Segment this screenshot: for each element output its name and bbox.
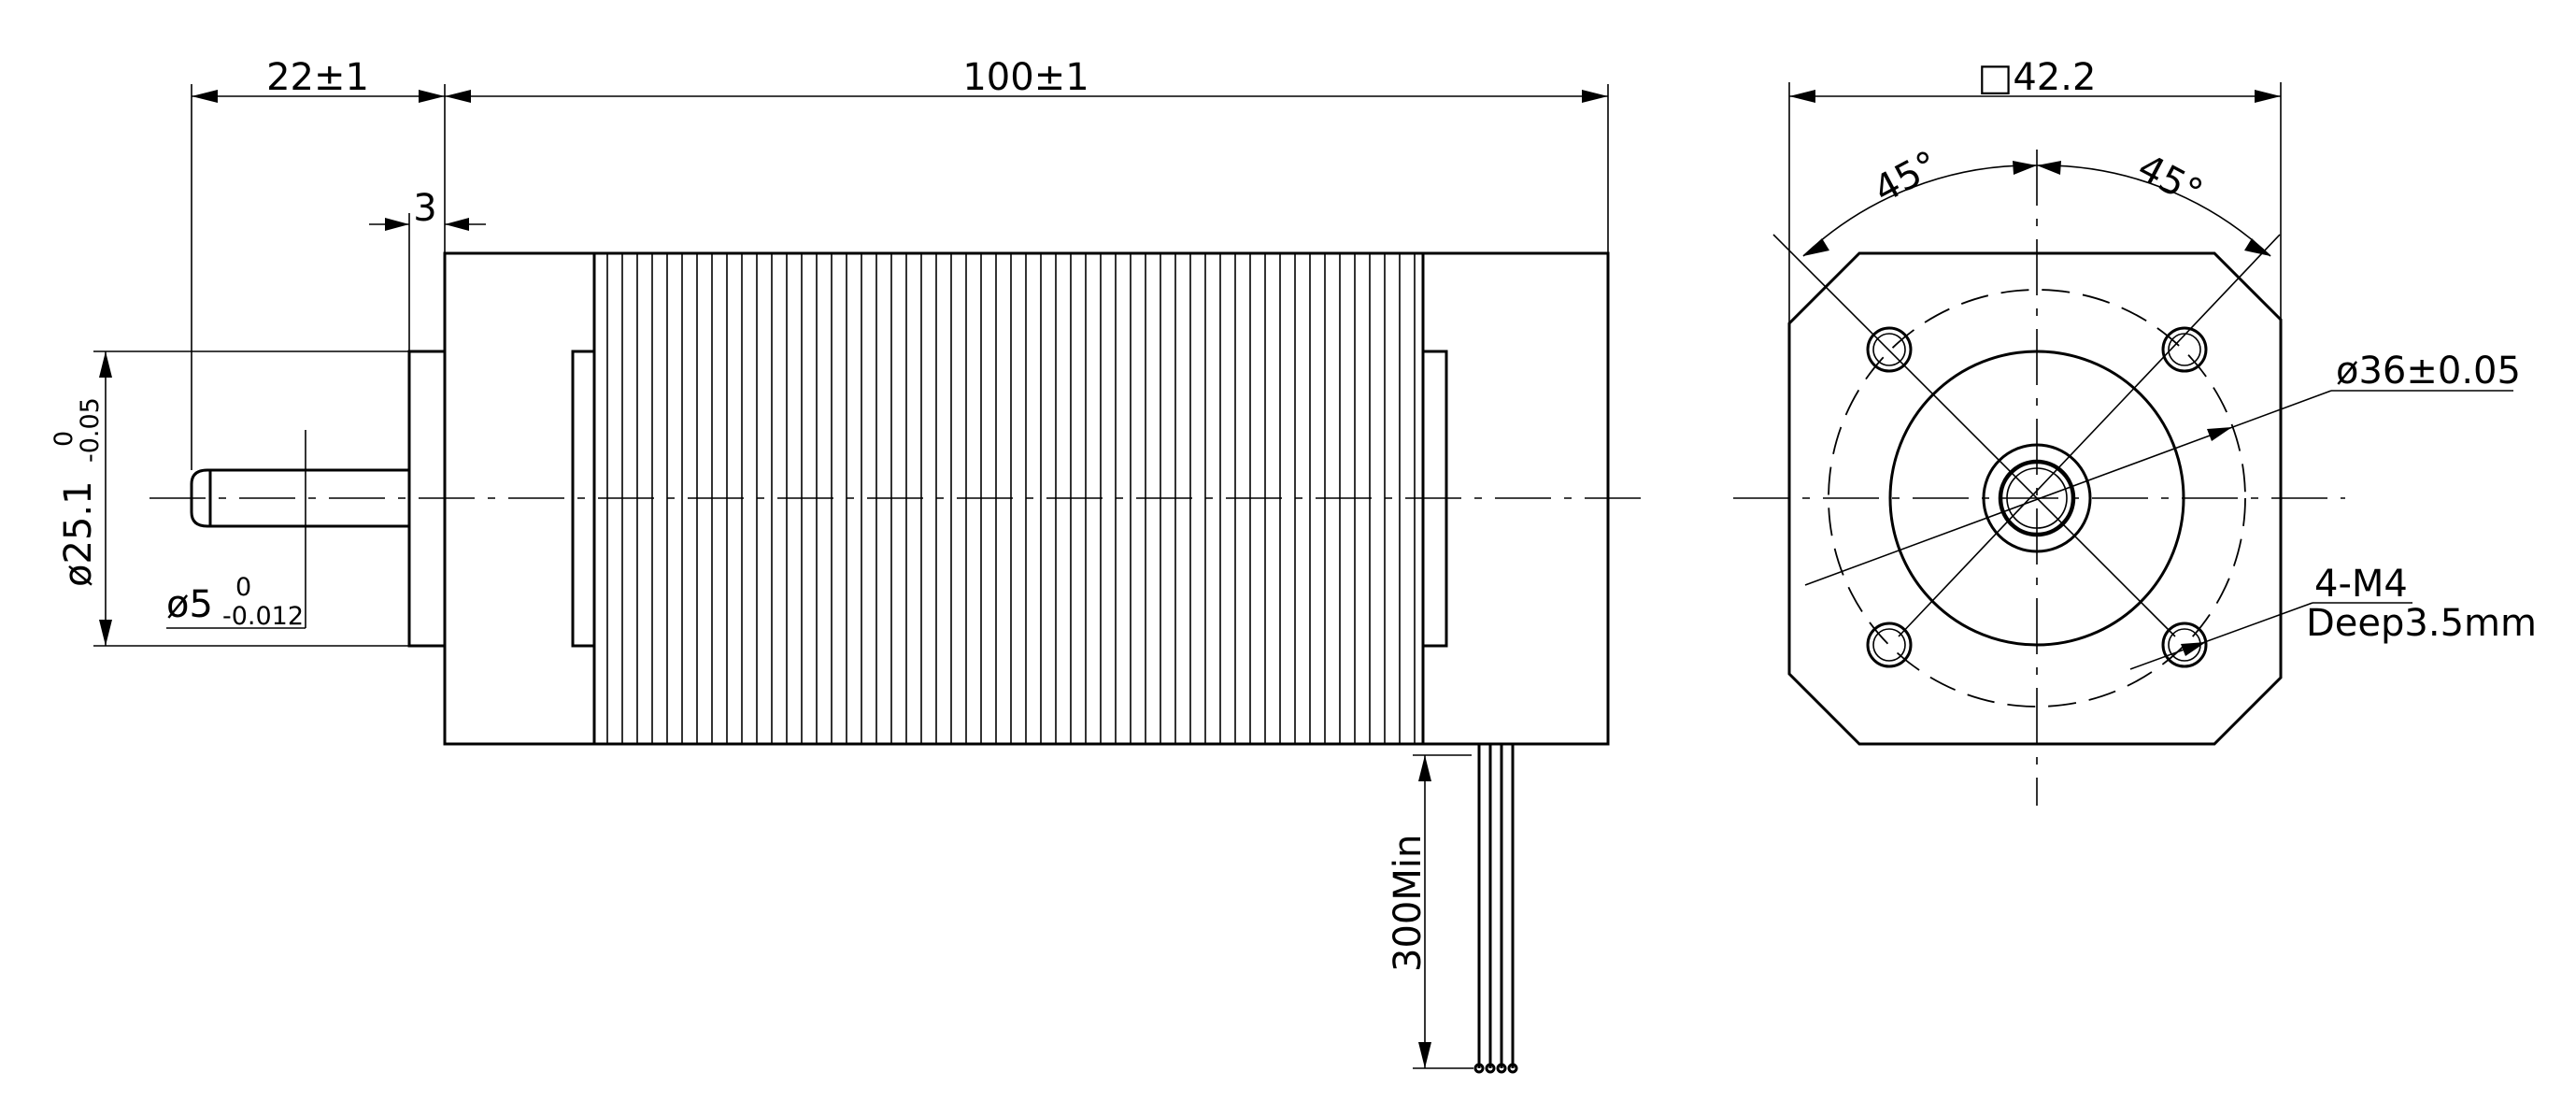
diagonal-line-2 bbox=[1898, 234, 2281, 637]
dim-lead-length: 300Min bbox=[1387, 754, 1473, 1069]
shaft bbox=[190, 430, 409, 537]
dim-thread-spec-label: 4-M4 bbox=[2314, 563, 2408, 606]
dim-thread: 4-M4 Deep3.5mm bbox=[2129, 563, 2537, 670]
dim-bolt-circle-label: ø36±0.05 bbox=[2336, 350, 2521, 393]
flange-outline bbox=[1787, 251, 2283, 746]
side-view: 22±1 100±1 3 ø25.1 bbox=[50, 56, 1644, 1074]
front-view: □42.2 45° 45° ø36±0.05 4-M4 Deep3.5mm bbox=[1733, 56, 2537, 806]
bolt-circle bbox=[1828, 289, 2246, 708]
dim-shaft-diameter: ø5 0 -0.012 bbox=[166, 537, 306, 631]
dim-lead-length-label: 300Min bbox=[1387, 835, 1430, 972]
pilot-circle bbox=[1888, 350, 2185, 647]
dim-flange-square: □42.2 bbox=[1788, 56, 2282, 323]
dim-pilot-tol-lower: -0.05 bbox=[76, 397, 105, 463]
heatsink-fins bbox=[606, 253, 1416, 744]
dim-body-length: 100±1 bbox=[445, 56, 1609, 253]
diagonal-line-1 bbox=[1772, 234, 2176, 637]
dim-flange-square-label: □42.2 bbox=[1978, 56, 2097, 99]
dim-angle-right-label: 45° bbox=[2130, 146, 2209, 215]
dim-shaft-tol-lower: -0.012 bbox=[222, 602, 304, 631]
dim-shaft-length: 22±1 bbox=[191, 56, 446, 470]
lead-wires bbox=[1473, 742, 1518, 1074]
dim-shaft-diameter-label: ø5 bbox=[166, 583, 213, 626]
dim-pilot-tol-upper: 0 bbox=[50, 431, 78, 447]
dim-flange-thickness-label: 3 bbox=[413, 187, 436, 230]
dim-flange-thickness: 3 bbox=[369, 187, 486, 351]
mounting-holes bbox=[1866, 326, 2208, 668]
dim-pilot-diameter-label: ø25.1 bbox=[57, 480, 100, 587]
dim-bolt-circle: ø36±0.05 bbox=[1804, 350, 2521, 586]
motor-body bbox=[443, 251, 1610, 746]
hub-outer bbox=[1982, 443, 2092, 553]
dim-shaft-tol-upper: 0 bbox=[235, 573, 251, 602]
dim-thread-depth-label: Deep3.5mm bbox=[2306, 602, 2537, 645]
shaft-inner bbox=[2006, 467, 2068, 529]
shaft-circle bbox=[1998, 459, 2076, 537]
dim-pilot-diameter: ø25.1 0 -0.05 bbox=[50, 350, 409, 647]
dim-shaft-length-label: 22±1 bbox=[266, 56, 369, 99]
dim-body-length-label: 100±1 bbox=[962, 56, 1089, 99]
